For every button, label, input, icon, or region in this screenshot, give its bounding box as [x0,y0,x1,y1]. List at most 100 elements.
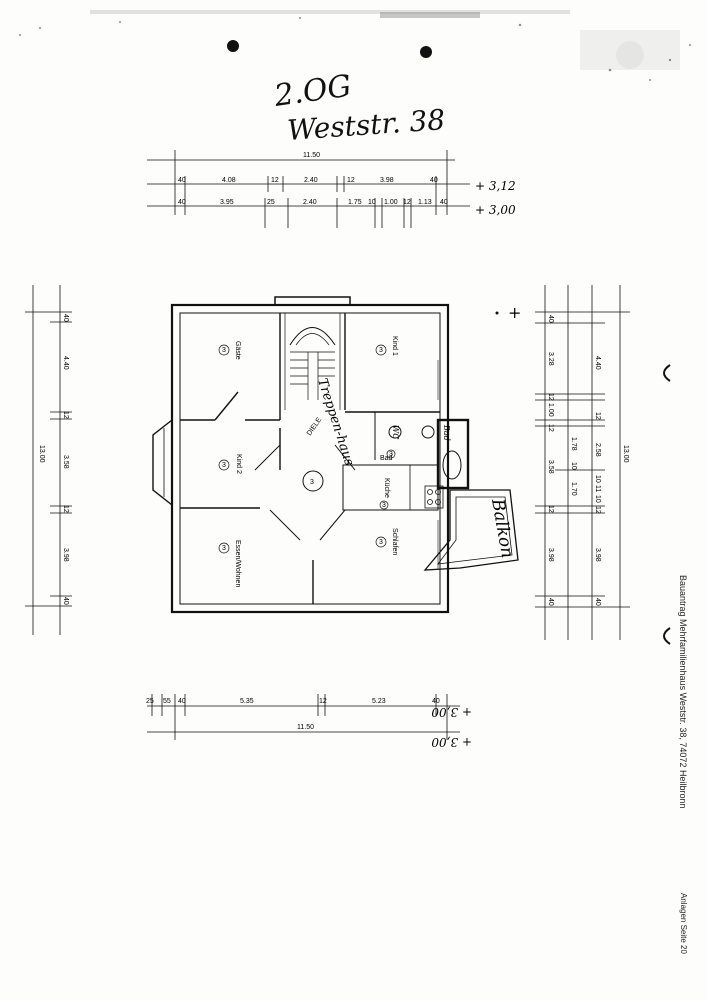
svg-text:40: 40 [62,314,69,322]
right-plus-mark: + [508,303,521,322]
room-label-essen-wohnen: Essen/Wohnen 3 [218,540,241,587]
svg-text:10: 10 [594,495,601,503]
svg-text:25: 25 [146,698,154,705]
punch-hole [227,40,239,52]
svg-text:3.95: 3.95 [220,199,234,206]
svg-text:3: 3 [379,539,383,546]
svg-text:12: 12 [62,505,69,513]
balcony-outline [423,489,519,571]
svg-text:12: 12 [319,698,327,705]
svg-text:12: 12 [271,177,279,184]
side-note-page: Anlagen Seite 20 [679,893,688,954]
svg-text:10: 10 [368,199,376,206]
svg-text:40: 40 [594,598,601,606]
svg-text:1.13: 1.13 [418,199,432,206]
svg-text:10: 10 [594,475,601,483]
svg-text:1.78: 1.78 [570,437,577,451]
svg-text:3: 3 [222,462,226,469]
annotation-wc: WC [391,425,400,439]
title-floor: 2.OG [271,69,353,115]
svg-text:Kind 2: Kind 2 [235,454,242,474]
svg-text:40: 40 [178,199,186,206]
right-dimension-chains [535,285,630,640]
svg-text:10: 10 [570,462,577,470]
left-segment-labels: 40 4.40 12 3.58 12 3.98 40 [62,314,69,605]
svg-text:12: 12 [347,177,355,184]
svg-text:1.00: 1.00 [547,403,554,417]
top-level-mark-1: + 3,12 [475,179,516,193]
svg-text:3: 3 [222,545,226,552]
svg-text:3.98: 3.98 [547,548,554,562]
svg-text:25: 25 [267,199,275,206]
svg-text:11: 11 [594,485,601,492]
room-label-bad: Bad 3 [380,449,396,462]
right-col2-labels: 1.78 10 1.70 [570,437,577,496]
svg-text:Bad: Bad [380,455,393,462]
svg-text:12: 12 [594,412,601,420]
top-row2-labels: 40 3.95 25 2.40 1.75 10 1.00 12 1.13 40 [178,199,448,206]
svg-text:12: 12 [547,393,554,401]
margin-bracket [663,627,671,645]
svg-text:2.58: 2.58 [594,443,601,457]
svg-text:3: 3 [222,347,226,354]
room-label-kind1: Kind 1 3 [375,336,398,356]
svg-text:1.75: 1.75 [348,199,362,206]
top-level-mark-2: + 3,00 [475,203,516,217]
svg-text:40: 40 [440,199,448,206]
svg-text:40: 40 [547,598,554,606]
svg-text:3.98: 3.98 [380,177,394,184]
bottom-dimension-chains [147,694,460,740]
right-col1-labels: 40 3.28 12 1.00 12 3.58 12 3.98 40 [547,315,554,606]
svg-text:5.35: 5.35 [240,698,254,705]
svg-text:Kind 1: Kind 1 [391,336,398,356]
svg-text:3: 3 [310,479,314,486]
svg-text:4.08: 4.08 [222,177,236,184]
svg-text:2.40: 2.40 [303,199,317,206]
room-label-kueche: Küche 3 [379,478,390,510]
svg-text:1.70: 1.70 [570,482,577,496]
svg-text:12: 12 [403,199,411,206]
top-dimension-chains [147,150,470,228]
svg-text:12: 12 [62,411,69,419]
svg-text:5.23: 5.23 [372,698,386,705]
svg-text:2.40: 2.40 [304,177,318,184]
svg-text:40: 40 [430,177,438,184]
dot-mark [495,311,499,315]
svg-text:3: 3 [389,451,393,458]
svg-text:12: 12 [594,506,601,514]
svg-text:Küche: Küche [383,478,390,498]
right-overall-dim: 13.00 [622,445,629,463]
svg-text:12: 12 [547,424,554,432]
room-label-kind2: Kind 2 3 [218,454,242,474]
svg-text:3: 3 [379,347,383,354]
right-col3-labels: 4.40 12 2.58 10 11 10 12 3.98 40 [594,356,601,606]
top-row1-labels: 40 4.08 12 2.40 12 3.98 40 [178,177,438,184]
svg-text:3: 3 [382,502,386,509]
bottom-level-mark-1: + 3,00 [431,705,472,719]
room-label-schlafen: Schlafen 3 [375,528,398,555]
scan-noise [19,10,691,81]
bottom-level-mark-2: + 3,00 [431,735,472,749]
left-dimension-chain [25,285,72,635]
svg-text:12: 12 [547,505,554,513]
side-note-project: Bauantrag Mehrfamilienhaus Weststr. 38, … [678,575,688,809]
room-label-diele: DIELE 3 [302,416,324,492]
annotation-balcony: Balkon [487,496,517,559]
svg-text:DIELE: DIELE [306,416,324,437]
title-address: Weststr. 38 [286,103,446,147]
svg-text:40: 40 [62,597,69,605]
svg-text:4.40: 4.40 [594,356,601,370]
left-overall-dim: 13.00 [38,445,45,463]
svg-text:40: 40 [547,315,554,323]
floor-plan-walls [152,296,450,614]
svg-text:1.00: 1.00 [384,199,398,206]
punch-hole [420,46,432,58]
svg-text:40: 40 [178,177,186,184]
room-label-gaeste: Gäste 3 [218,341,241,360]
bath-fixtures [388,418,470,490]
svg-text:3.98: 3.98 [594,548,601,562]
svg-text:3.58: 3.58 [547,460,554,474]
bottom-row-labels: 25 55 40 5.35 12 5.23 40 [146,698,440,705]
margin-bracket [663,364,671,382]
